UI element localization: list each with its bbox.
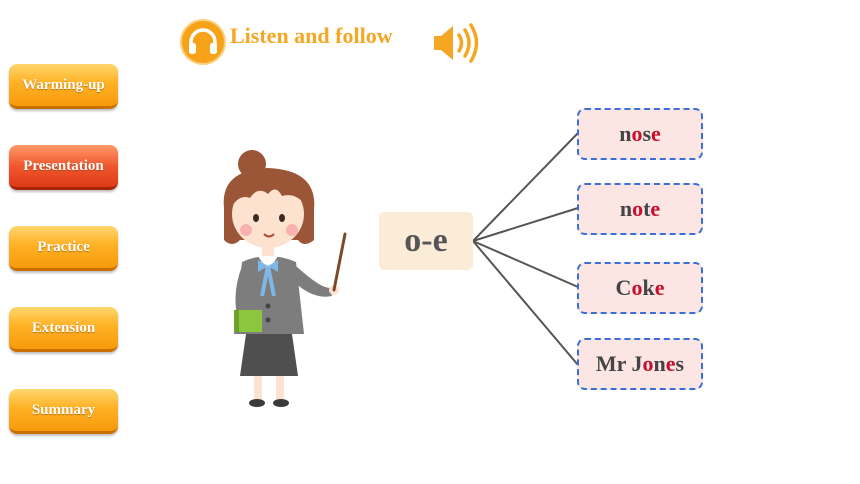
word-letter-highlight: o <box>631 121 643 146</box>
word-letter: t <box>643 196 651 221</box>
nav-summary-button[interactable]: Summary <box>9 389 118 434</box>
word-letter-highlight: e <box>651 121 661 146</box>
page-title: Listen and follow <box>230 23 393 48</box>
word-letter-highlight: o <box>632 196 644 221</box>
nav-practice-button[interactable]: Practice <box>9 226 118 271</box>
word-letter: n <box>653 351 666 376</box>
word-letter: C <box>615 275 632 300</box>
speaker-icon[interactable] <box>432 22 482 64</box>
word-letter: k <box>642 275 655 300</box>
teacher-illustration <box>223 150 347 407</box>
word-letter-highlight: o <box>631 275 643 300</box>
word-letter-highlight: o <box>642 351 654 376</box>
pattern-box[interactable]: o-e <box>379 212 473 270</box>
word-letter: Mr J <box>595 351 643 376</box>
word-letter-highlight: e <box>654 275 665 300</box>
word-letter: s <box>642 121 652 146</box>
word-letter-highlight: e <box>650 196 661 221</box>
nav-extension-button[interactable]: Extension <box>9 307 118 352</box>
word-letter: s <box>675 351 685 376</box>
nav-warming-up-button[interactable]: Warming-up <box>9 64 118 109</box>
headphones-icon <box>180 19 226 65</box>
word-letter: n <box>619 121 632 146</box>
word-letter: n <box>619 196 633 221</box>
nav-presentation-button[interactable]: Presentation <box>9 145 118 190</box>
word-letter-highlight: e <box>665 351 676 376</box>
